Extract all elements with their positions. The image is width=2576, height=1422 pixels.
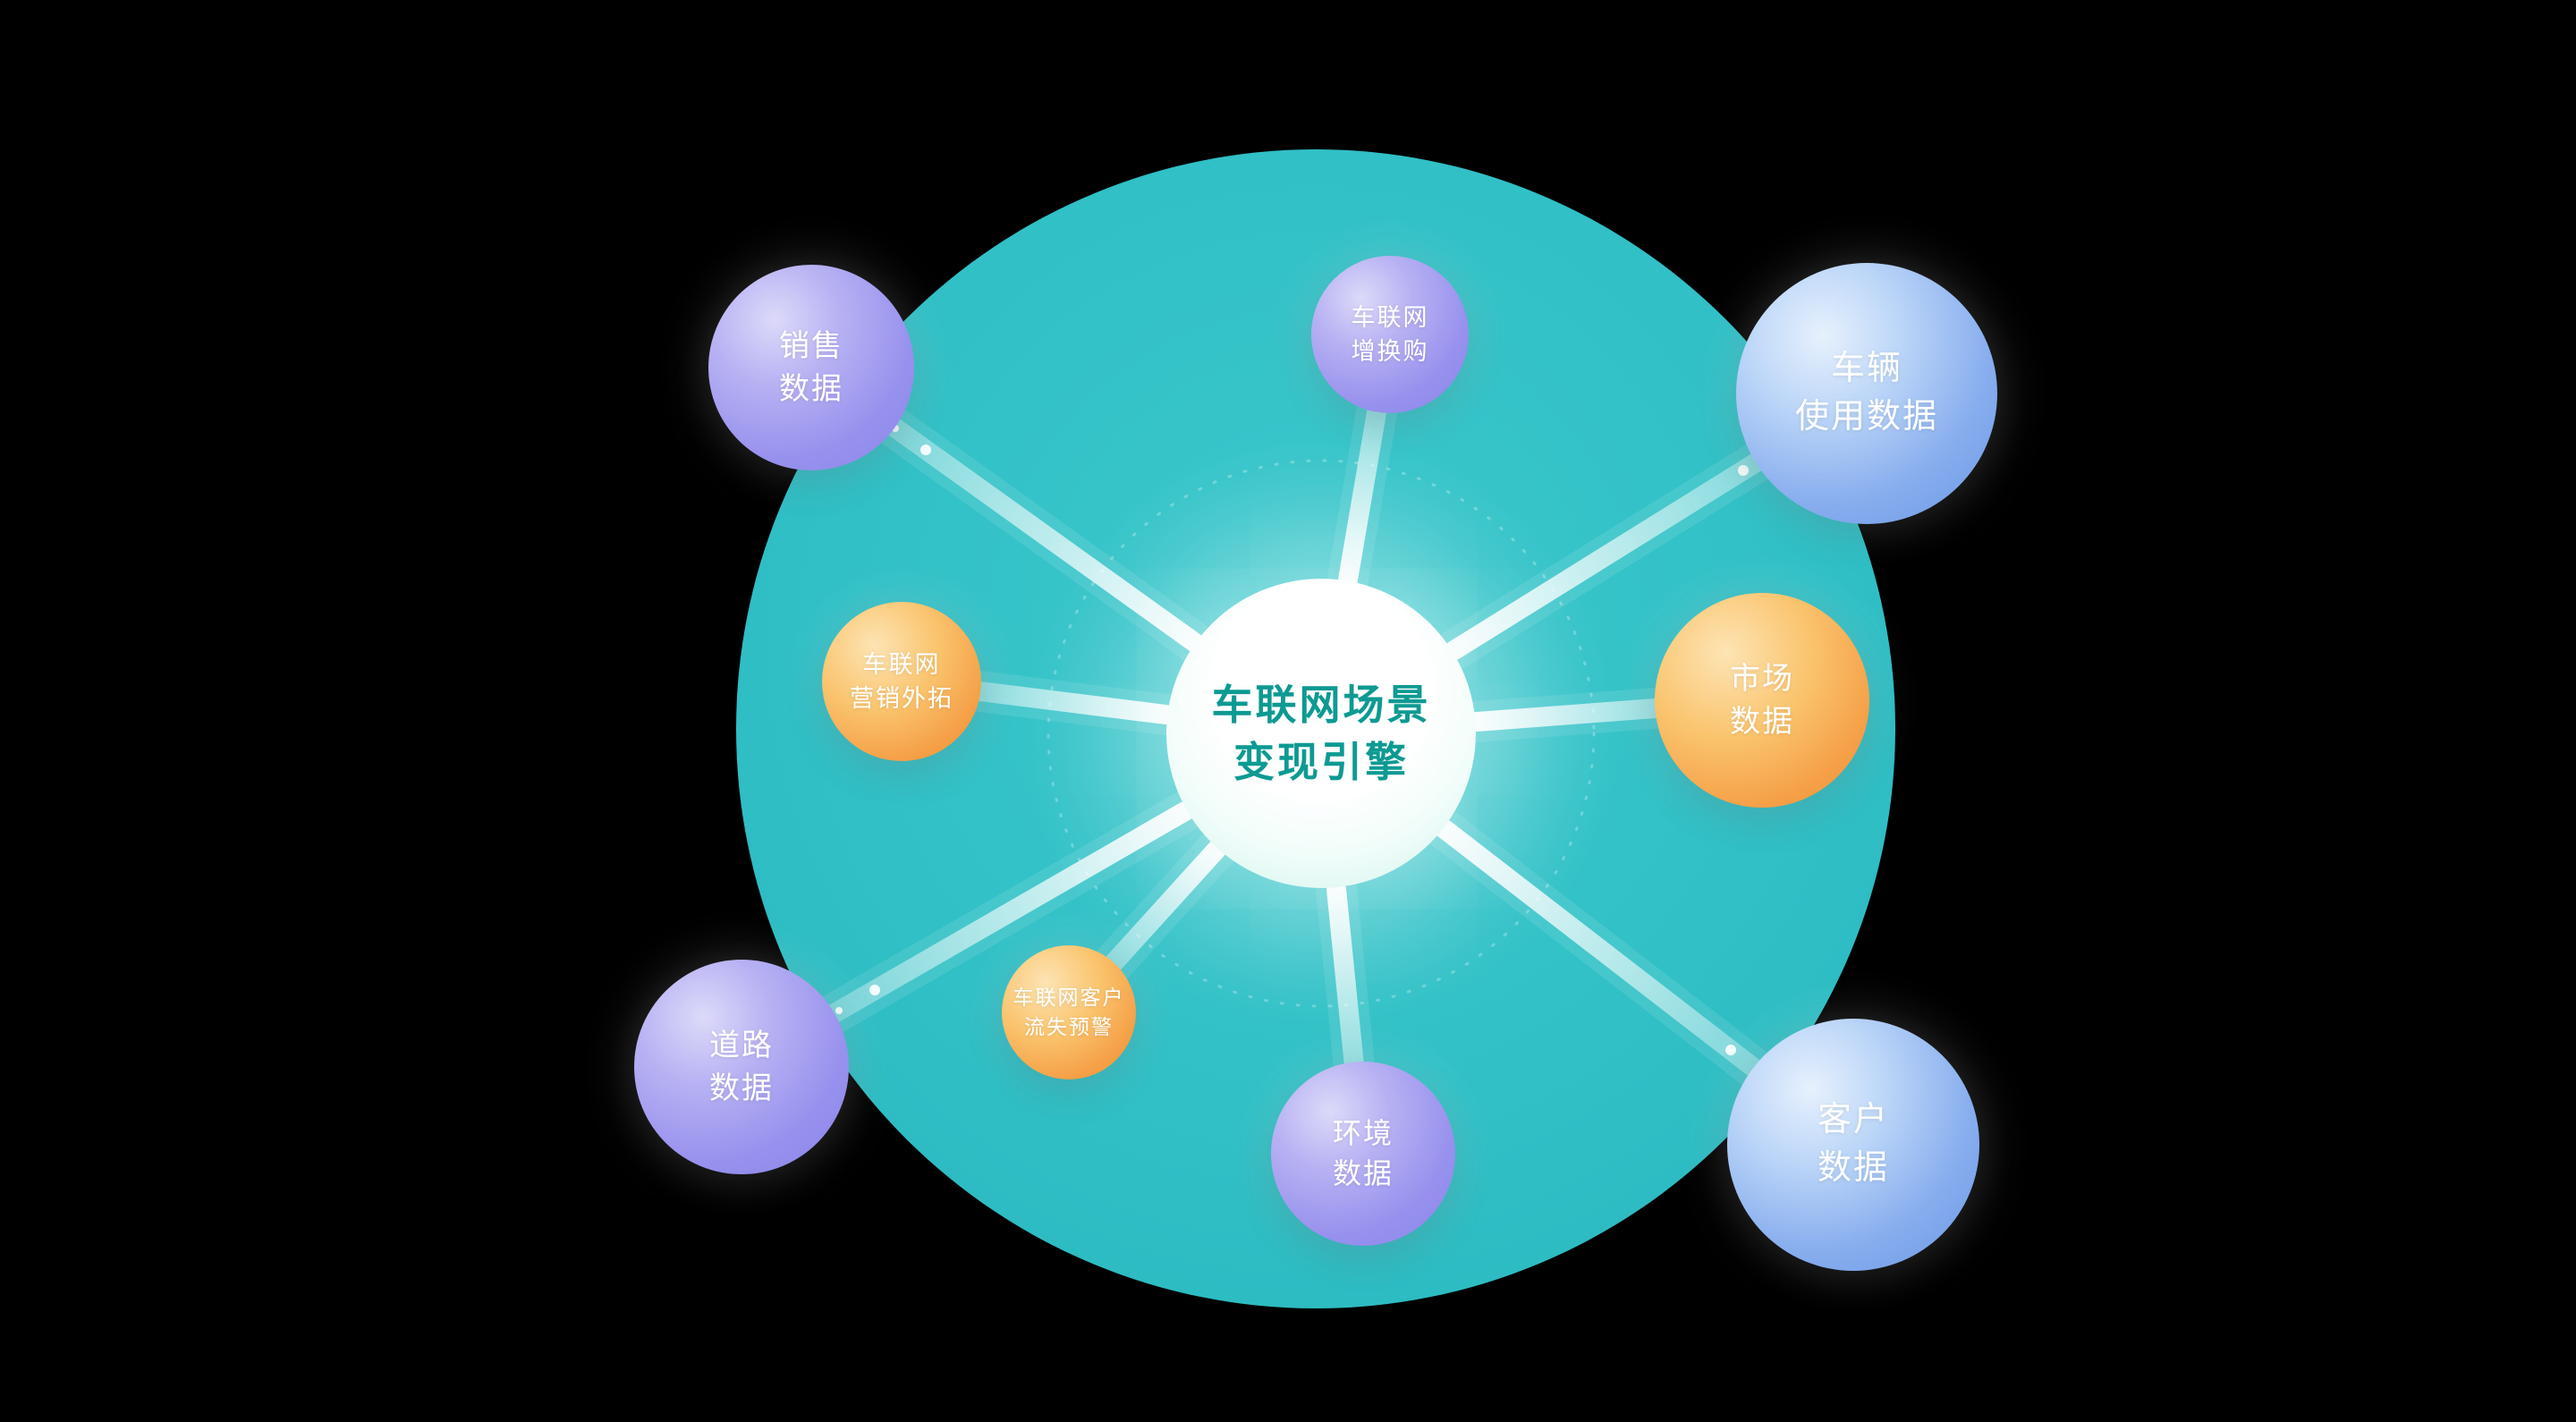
node-market-data: 市场 数据 xyxy=(1655,593,1869,808)
node-label-line: 营销外拓 xyxy=(850,685,953,712)
node-vehicle-usage-data: 车辆 使用数据 xyxy=(1736,263,1997,524)
node-iov-customer-churn-alert: 车联网客户 流失预警 xyxy=(1002,945,1136,1079)
node-label-line: 车联网 xyxy=(862,650,941,678)
node-customer-data: 客户 数据 xyxy=(1727,1019,1979,1271)
node-label-line: 车辆 xyxy=(1830,350,1902,388)
node-label-line: 车联网 xyxy=(1351,303,1429,331)
node-label-line: 使用数据 xyxy=(1794,398,1938,436)
node-road-data: 道路 数据 xyxy=(634,960,849,1174)
node-environment-data: 环境 数据 xyxy=(1271,1062,1455,1246)
node-label-line: 市场 xyxy=(1730,661,1794,696)
node-label-line: 数据 xyxy=(709,1071,774,1105)
center-hub-node: 车联网场景 变现引擎 xyxy=(1166,579,1476,888)
node-label-line: 销售 xyxy=(779,328,843,363)
node-label-line: 增换购 xyxy=(1351,338,1429,365)
node-label-line: 数据 xyxy=(1332,1157,1394,1189)
node-label-line: 道路 xyxy=(709,1028,774,1062)
node-label-line: 客户 xyxy=(1817,1101,1889,1139)
node-sales-data: 销售 数据 xyxy=(708,265,914,470)
node-label-line: 流失预警 xyxy=(1024,1015,1114,1038)
node-iov-marketing-expansion: 车联网 营销外拓 xyxy=(822,602,981,761)
center-hub-label-line2: 变现引擎 xyxy=(1233,739,1409,785)
node-label-line: 车联网客户 xyxy=(1013,986,1125,1010)
node-label-line: 数据 xyxy=(1730,705,1794,739)
node-label-line: 环境 xyxy=(1332,1116,1394,1149)
node-label-line: 数据 xyxy=(779,372,843,406)
node-iov-trade-in: 车联网 增换购 xyxy=(1311,256,1469,413)
center-hub-label-line1: 车联网场景 xyxy=(1211,681,1431,728)
node-label-line: 数据 xyxy=(1817,1149,1889,1187)
